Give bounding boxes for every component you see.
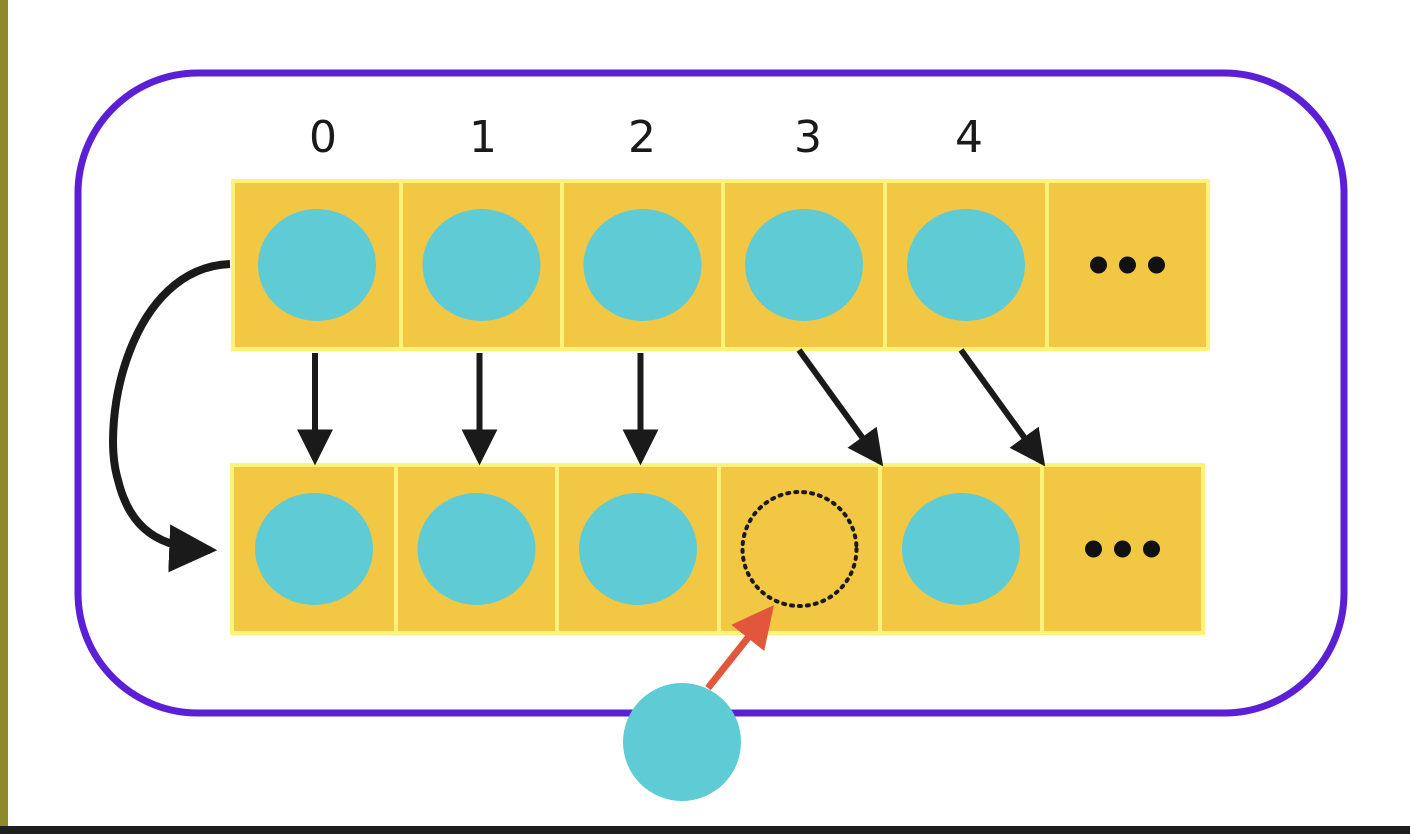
- top-ball-1: [422, 209, 541, 321]
- copy-arrows: [297, 348, 1046, 467]
- bottom-ball-2: [579, 493, 697, 605]
- new-element-ball: [623, 683, 741, 801]
- index-label-3: 3: [794, 112, 822, 163]
- top-ellipsis-dot-0: [1090, 256, 1107, 274]
- bottom-ball-0: [255, 493, 373, 605]
- bottom-array-row: [230, 463, 1205, 635]
- index-label-1: 1: [469, 112, 497, 163]
- bottom-ellipsis-dot-0: [1085, 540, 1102, 558]
- index-label-4: 4: [955, 112, 983, 163]
- index-label-2: 2: [628, 112, 656, 163]
- index-label-0: 0: [309, 112, 337, 163]
- top-array-row: [231, 179, 1210, 351]
- bottom-ball-1: [417, 493, 536, 605]
- top-cell-5: [1045, 179, 1210, 351]
- bottom-ball-4: [902, 493, 1020, 605]
- left-edge-stripe: [0, 0, 8, 826]
- top-ball-0: [258, 209, 376, 321]
- top-ball-3: [745, 209, 863, 321]
- bottom-ellipsis-dot-2: [1143, 540, 1160, 558]
- bottom-empty-slot-3: [740, 490, 859, 608]
- wraparound-arrow: [109, 260, 231, 573]
- top-ellipsis-dot-2: [1148, 256, 1165, 274]
- copy-arrow-3-to-4: [796, 348, 884, 467]
- top-ball-2: [583, 209, 702, 321]
- bottom-ellipsis-dot-1: [1114, 540, 1131, 558]
- index-labels: 0 1 2 3 4: [309, 112, 983, 163]
- top-ball-4: [907, 209, 1025, 321]
- copy-arrow-4-to-5: [958, 348, 1046, 467]
- top-ellipsis-dot-1: [1119, 256, 1136, 274]
- bottom-edge-bar: [0, 826, 1410, 834]
- insert-arrow: [705, 605, 774, 691]
